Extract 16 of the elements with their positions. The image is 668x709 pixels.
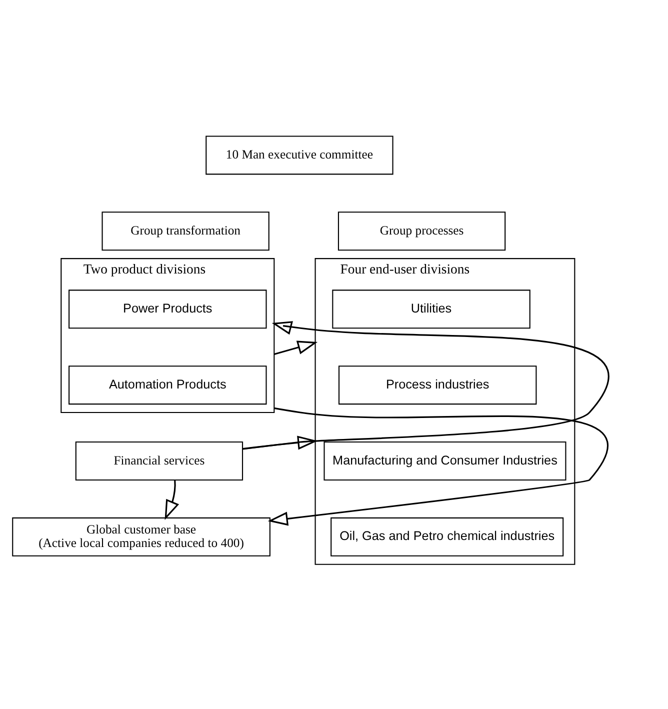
- node-box: Manufacturing and Consumer Industries: [324, 442, 566, 481]
- node-box: Power Products: [68, 290, 267, 329]
- arrow: [242, 321, 609, 450]
- arrow: [164, 480, 180, 520]
- arrow: [242, 436, 318, 450]
- node-box: Group transformation: [102, 212, 270, 251]
- node-box: Global customer base (Active local companies reduced to 400): [12, 517, 270, 556]
- arrow: [268, 407, 608, 526]
- node-box: Utilities: [332, 290, 530, 329]
- node-box: Process industries: [338, 366, 537, 405]
- node-box: Automation Products: [68, 366, 267, 405]
- node-box: Group processes: [338, 212, 506, 251]
- arrow: [274, 340, 318, 355]
- node-box: 10 Man executive committee: [206, 136, 394, 175]
- node-box: Oil, Gas and Petro chemical industries: [330, 517, 564, 556]
- node-box: Financial services: [75, 442, 244, 481]
